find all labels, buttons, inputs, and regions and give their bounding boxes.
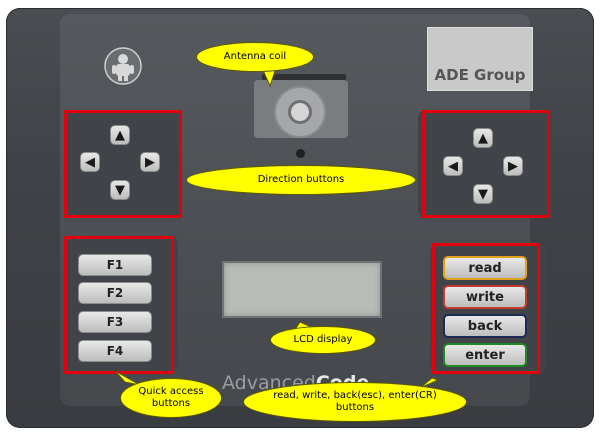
quick-callout-label: Quick access buttons (138, 386, 204, 409)
lcd-callout: LCD display (270, 326, 376, 354)
antenna-callout-label: Antenna coil (223, 51, 287, 62)
direction-callout: Direction buttons (186, 165, 416, 195)
lcd-callout-label: LCD display (293, 334, 353, 345)
f1-button[interactable]: F1 (78, 254, 152, 276)
ade-group-label: ADE Group (434, 66, 526, 84)
f3-button[interactable]: F3 (78, 311, 152, 333)
enter-button[interactable]: enter (443, 343, 527, 367)
left-pad-up-button[interactable]: ▲ (110, 125, 130, 145)
robot-logo-icon (104, 47, 142, 85)
write-button[interactable]: write (443, 285, 527, 309)
actions-callout: read, write, back(esc), enter(CR) button… (243, 382, 467, 422)
read-button[interactable]: read (443, 256, 527, 280)
right-pad-left-button[interactable]: ◀ (443, 156, 463, 176)
lcd-display (222, 261, 382, 318)
quick-callout: Quick access buttons (120, 378, 222, 418)
actions-callout-label: read, write, back(esc), enter(CR) button… (273, 390, 437, 413)
right-pad-right-button[interactable]: ▶ (503, 156, 523, 176)
antenna-slot (262, 74, 346, 82)
right-direction-highlight (422, 110, 550, 218)
right-pad-up-button[interactable]: ▲ (473, 128, 493, 148)
f2-button[interactable]: F2 (78, 282, 152, 304)
left-direction-highlight (64, 110, 182, 218)
indicator-hole (296, 149, 305, 158)
left-pad-right-button[interactable]: ▶ (140, 152, 160, 172)
left-pad-left-button[interactable]: ◀ (80, 152, 100, 172)
action-keys-highlight (432, 243, 540, 374)
ade-group-logo: ADE Group (427, 27, 533, 91)
antenna-coil-center (288, 100, 312, 124)
back-button[interactable]: back (443, 314, 527, 338)
f4-button[interactable]: F4 (78, 340, 152, 362)
antenna-coil-ring (274, 86, 326, 138)
left-pad-down-button[interactable]: ▼ (110, 180, 130, 200)
right-pad-down-button[interactable]: ▼ (473, 184, 493, 204)
antenna-callout: Antenna coil (196, 42, 314, 72)
direction-callout-label: Direction buttons (257, 174, 345, 185)
